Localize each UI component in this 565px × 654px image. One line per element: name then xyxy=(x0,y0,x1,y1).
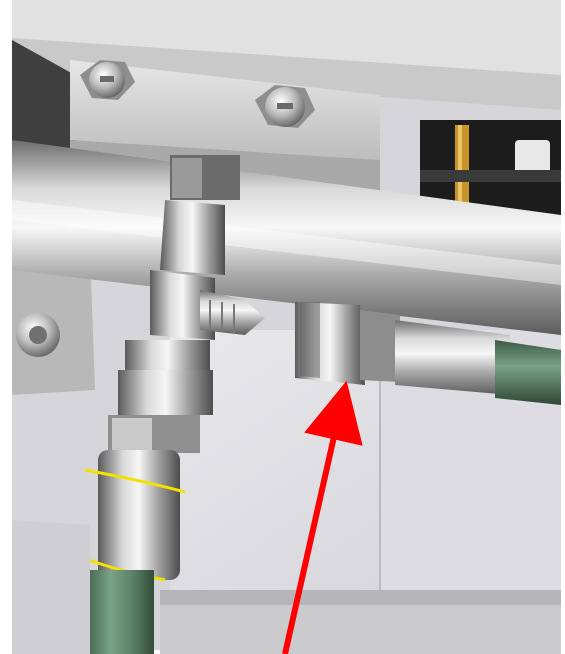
tee-fitting-icon xyxy=(150,155,265,340)
annotation-arrow-icon xyxy=(282,380,363,654)
vertical-ferrule xyxy=(74,450,186,582)
hex-bolt-icon xyxy=(255,85,315,128)
union-nut-icon xyxy=(108,340,213,453)
bottom-plate xyxy=(12,520,561,654)
hex-bolt-icon xyxy=(80,60,135,100)
horizontal-rail-tube xyxy=(12,140,561,335)
top-frame-plate xyxy=(12,0,561,110)
marker-line xyxy=(84,468,186,494)
hose-icon xyxy=(82,570,154,654)
flare-fitting-icon xyxy=(295,302,510,395)
hose-icon xyxy=(495,340,561,405)
